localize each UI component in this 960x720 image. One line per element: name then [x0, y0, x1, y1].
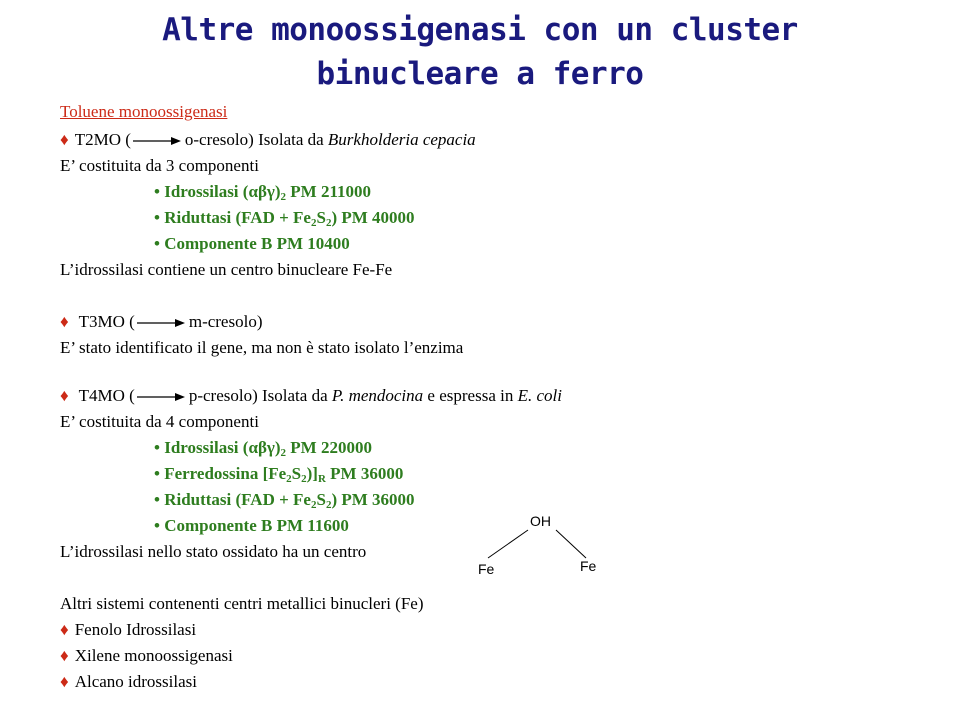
t2mo-line: ♦ T2MO ( o-cresolo) Isolata da Burkholderi… [60, 129, 476, 151]
t2mo-isolated: Isolata da [258, 130, 324, 149]
t4mo-expressed: e espressa in [427, 386, 514, 405]
t4mo-item-ferredoxin: • Ferredossina [Fe2S2)]R PM 36000 [154, 464, 404, 485]
title-line-1: Altre monoossigenasi con un cluster [162, 12, 798, 48]
diamond-bullet-icon: ♦ [60, 386, 69, 405]
greek-letters: αβγ [248, 438, 275, 457]
diamond-bullet-icon: ♦ [60, 130, 69, 149]
diamond-bullet-icon: ♦ [60, 672, 69, 691]
t4mo-note: L’idrossilasi nello stato ossidato ha un… [60, 542, 367, 561]
t4mo-name: T4MO ( [78, 386, 135, 405]
t4mo-item-component-b: • Componente B PM 11600 [154, 516, 349, 535]
t4mo-components: E’ costituita da 4 componenti [60, 412, 259, 431]
others-heading: Altri sistemi contenenti centri metallic… [60, 594, 424, 613]
t4mo-product: p-cresolo) [188, 386, 258, 405]
reaction-arrow-icon [132, 137, 181, 146]
t3mo-product: m-cresolo) [188, 312, 263, 331]
others-item: ♦Fenolo Idrossilasi [60, 620, 197, 639]
t2mo-item-component-b: • Componente B PM 10400 [154, 234, 350, 253]
others-item: ♦Alcano idrossilasi [60, 672, 197, 691]
toluene-heading: Toluene monoossigenasi [60, 102, 228, 121]
diamond-bullet-icon: ♦ [60, 646, 69, 665]
fe-oh-fe-structure: OH Fe Fe [478, 513, 597, 577]
t3mo-note: E’ stato identificato il gene, ma non è … [60, 338, 464, 357]
t4mo-host: E. coli [517, 386, 562, 405]
t3mo-line: ♦ T3MO ( m-cresolo) [60, 311, 262, 333]
t4mo-organism: P. mendocina [331, 386, 424, 405]
structure-fe-left-label: Fe [478, 561, 495, 577]
t2mo-components: E’ costituita da 3 componenti [60, 156, 259, 175]
structure-oh-label: OH [530, 513, 551, 529]
t2mo-name: T2MO ( [74, 130, 131, 149]
t2mo-note: L’idrossilasi contiene un centro binucle… [60, 260, 393, 279]
t4mo-line: ♦ T4MO ( p-cresolo) Isolata da P. mendoci… [60, 385, 562, 407]
reaction-arrow-icon [136, 393, 185, 402]
t2mo-item-hydroxylase: • Idrossilasi (αβγ)2 PM 211000 [154, 182, 372, 203]
greek-letters: αβγ [248, 182, 275, 201]
diamond-bullet-icon: ♦ [60, 312, 69, 331]
t2mo-item-reductase: • Riduttasi (FAD + Fe2S2) PM 40000 [154, 208, 415, 229]
others-item: ♦Xilene monoossigenasi [60, 646, 233, 665]
t2mo-product: o-cresolo) [184, 130, 254, 149]
t4mo-isolated: Isolata da [262, 386, 328, 405]
t4mo-item-hydroxylase: • Idrossilasi (αβγ)2 PM 220000 [154, 438, 372, 459]
reaction-arrow-icon [136, 319, 185, 328]
t4mo-item-reductase: • Riduttasi (FAD + Fe2S2) PM 36000 [154, 490, 415, 511]
t3mo-name: T3MO ( [78, 312, 135, 331]
t2mo-organism: Burkholderia cepacia [327, 130, 476, 149]
diamond-bullet-icon: ♦ [60, 620, 69, 639]
structure-fe-right-label: Fe [580, 558, 597, 574]
title-line-2: binucleare a ferro [316, 56, 644, 92]
slide-title: Altre monoossigenasi con un cluster binu… [0, 8, 960, 96]
